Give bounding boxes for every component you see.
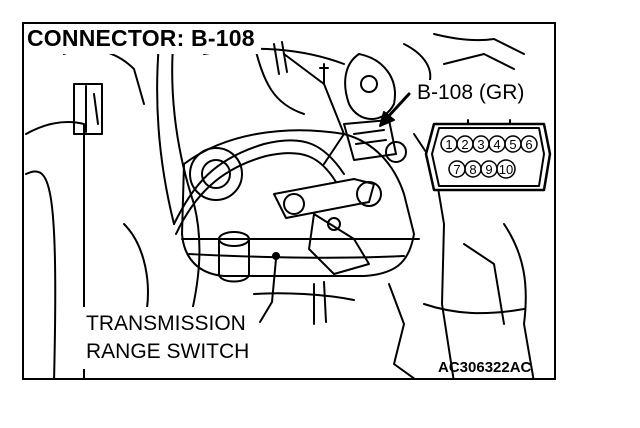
- connector-title: CONNECTOR: B-108: [24, 24, 261, 54]
- part-leader-dot: [272, 252, 280, 260]
- part-label-line-1: TRANSMISSION: [86, 312, 246, 335]
- pin-number-7: 7: [453, 162, 460, 177]
- part-leader-line: [259, 258, 277, 323]
- pin-number-2: 2: [461, 137, 468, 152]
- pin-number-5: 5: [509, 137, 516, 152]
- pin-number-6: 6: [525, 137, 532, 152]
- part-label-line-2: RANGE SWITCH: [86, 340, 250, 363]
- connector-callout-label: B-108 (GR): [414, 80, 528, 105]
- pin-number-9: 9: [485, 162, 492, 177]
- pin-circle-10: [496, 159, 516, 179]
- pin-number-3: 3: [477, 137, 484, 152]
- connector-pins: [440, 135, 538, 179]
- callout-arrow: [384, 92, 411, 121]
- connector-face: [424, 119, 552, 192]
- pin-number-10: 10: [499, 162, 513, 177]
- figure-code: AC306322AC: [438, 359, 532, 376]
- pin-number-1: 1: [445, 137, 452, 152]
- part-label: TRANSMISSION RANGE SWITCH: [82, 307, 254, 369]
- engine-illustration: 1 2 3 4 5 6 7 8 9 10: [25, 33, 552, 378]
- connector-pin-numbers: 1 2 3 4 5 6 7 8 9 10: [445, 137, 532, 177]
- diagram-frame: 1 2 3 4 5 6 7 8 9 10 CONNECTOR: B-108 B-…: [22, 22, 556, 380]
- callout-arrowhead: [379, 111, 395, 127]
- pin-circle-6: [520, 135, 538, 153]
- pin-number-4: 4: [493, 137, 500, 152]
- pin-number-8: 8: [469, 162, 476, 177]
